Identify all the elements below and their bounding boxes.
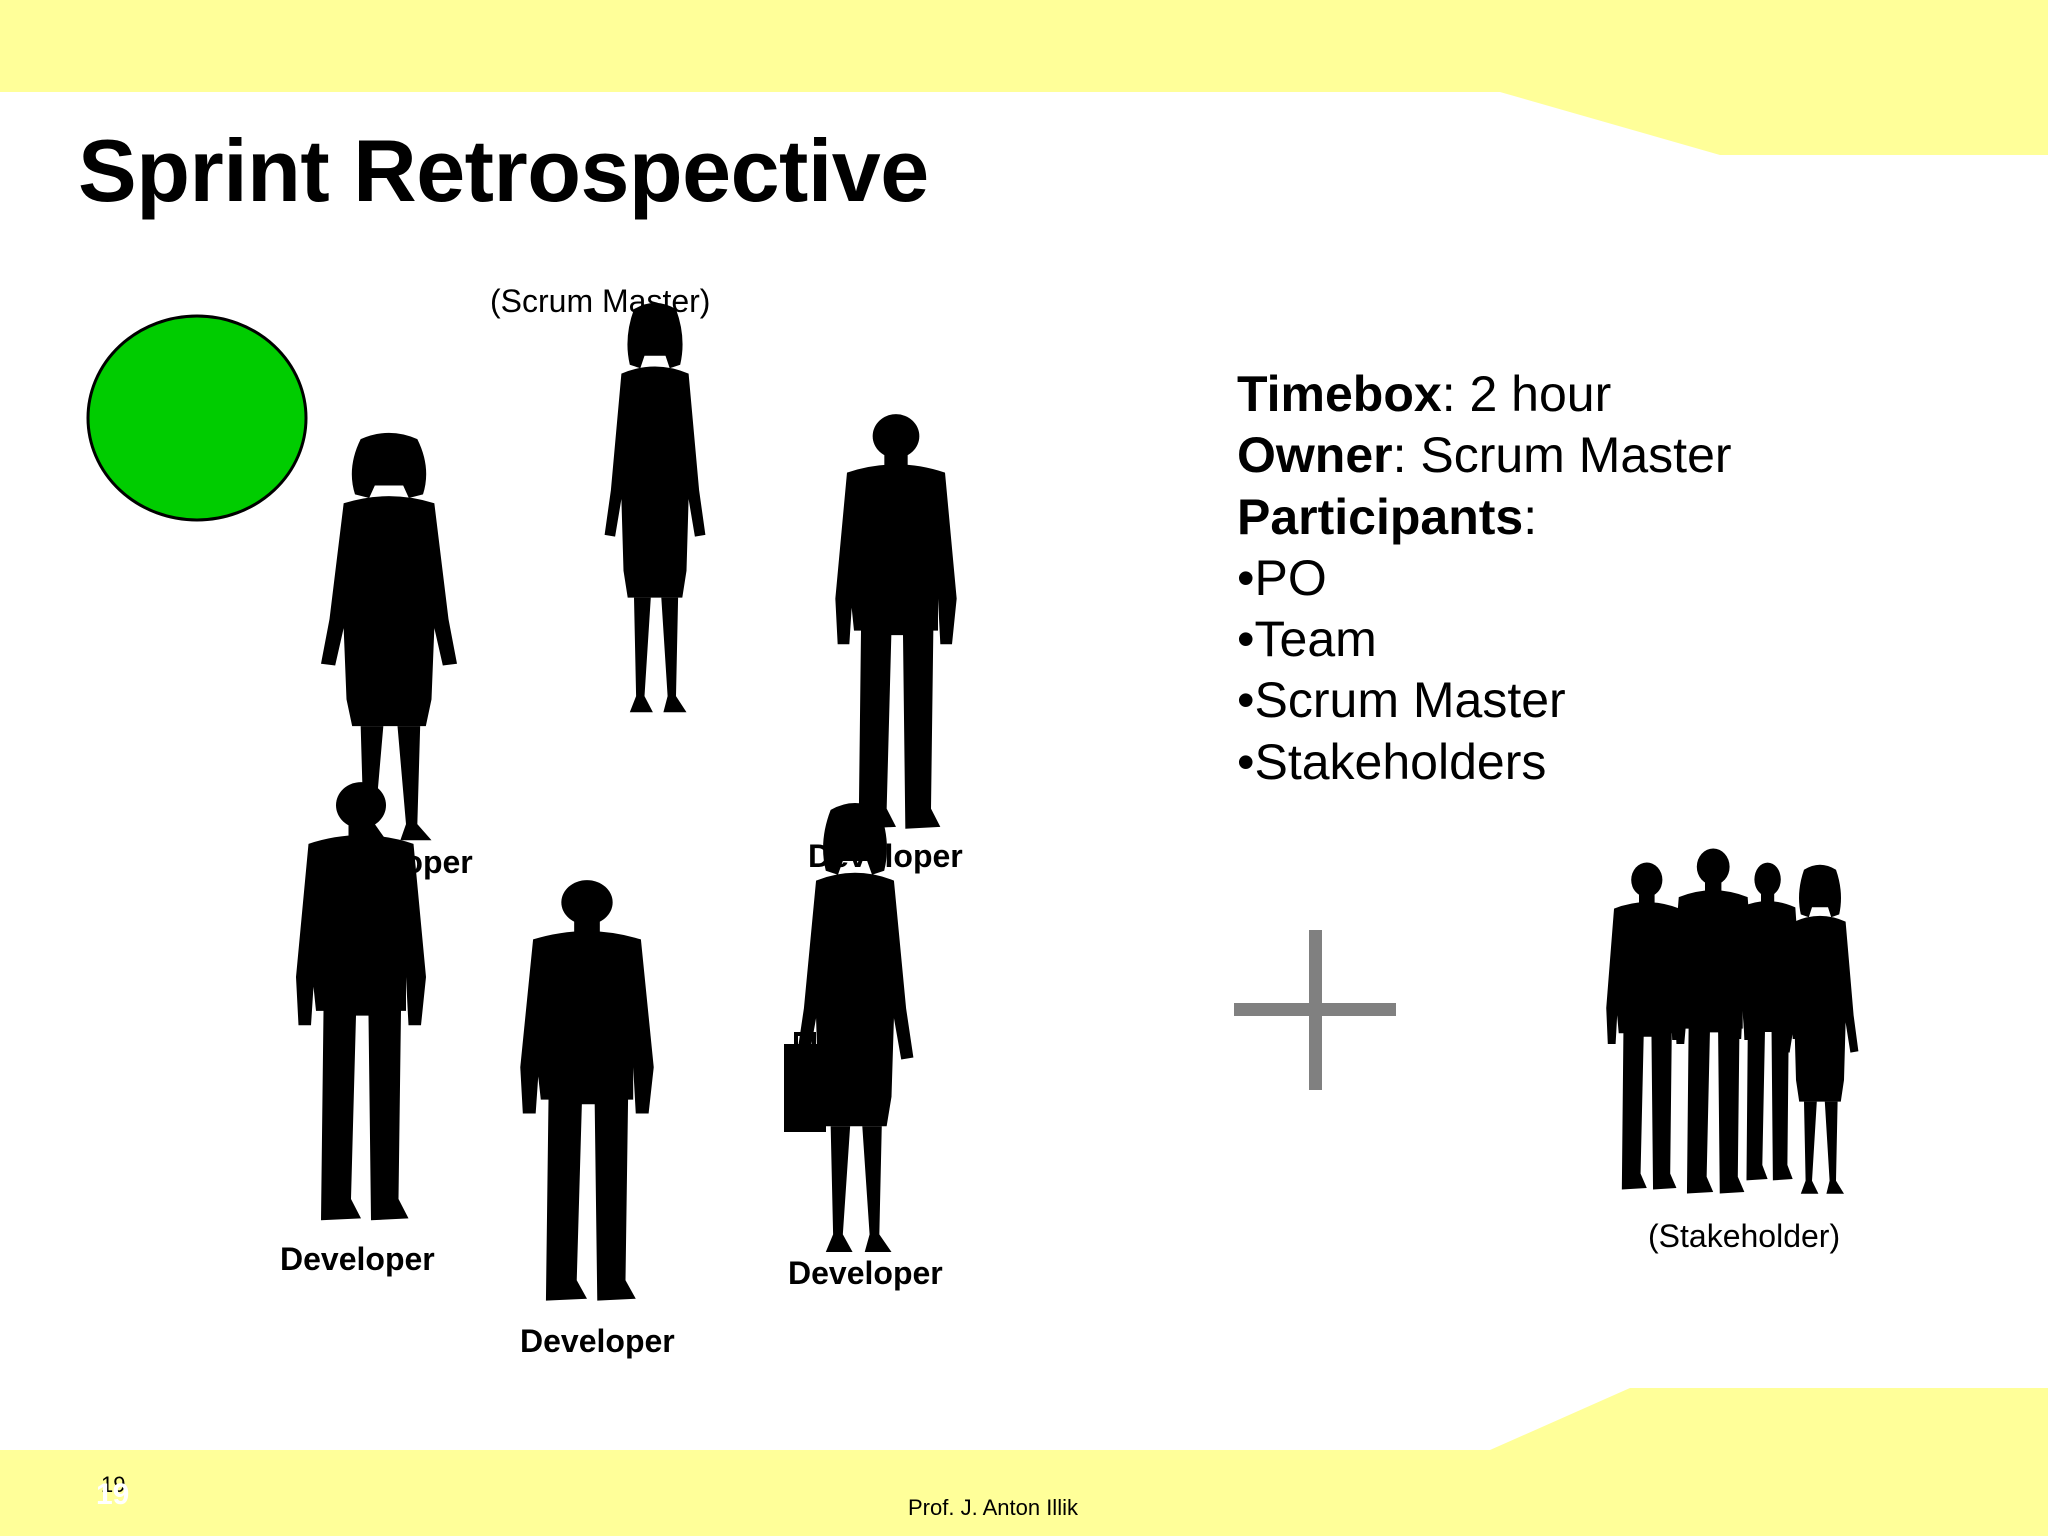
footer-author: Prof. J. Anton Illik (908, 1495, 1078, 1520)
developer-label-5: Developer (788, 1255, 943, 1291)
owner-value: : Scrum Master (1392, 427, 1732, 484)
scrum-master-silhouette (604, 302, 706, 713)
participants-label: Participants (1237, 488, 1524, 545)
participant-item: •Stakeholders (1237, 733, 1547, 790)
slide-title: Sprint Retrospective (78, 121, 929, 220)
developer-label-4: Developer (520, 1323, 675, 1359)
plus-icon (1234, 930, 1396, 1090)
participants-suffix: : (1523, 488, 1538, 545)
participant-item: •PO (1237, 549, 1327, 606)
stakeholder-group-icon (1606, 848, 1859, 1194)
developer-label-2: Developer (808, 838, 963, 874)
timebox-value: : 2 hour (1441, 366, 1612, 422)
briefcase-icon (784, 1032, 826, 1132)
page-number: 19 (96, 1478, 130, 1511)
stakeholder-caption: (Stakeholder) (1648, 1218, 1841, 1254)
developer-label-1: Developer (318, 844, 473, 880)
timebox-label: Timebox (1237, 366, 1442, 422)
top-yellow-band (0, 0, 2048, 155)
participant-item: •Team (1237, 611, 1377, 668)
participants-line: Participants: (1237, 487, 1732, 548)
developer-silhouette-4 (520, 880, 654, 1301)
developer-silhouette-1 (321, 432, 457, 841)
participant-item: •Scrum Master (1237, 672, 1566, 729)
owner-label: Owner (1237, 427, 1393, 484)
scrum-master-caption: (Scrum Master) (490, 283, 711, 319)
timebox-line: Timebox: 2 hour (1237, 364, 1732, 425)
owner-line: Owner: Scrum Master (1237, 425, 1732, 486)
developer-label-3: Developer (280, 1241, 435, 1277)
info-block: Timebox: 2 hour Owner: Scrum Master Part… (1237, 364, 1732, 793)
developer-silhouette-2 (835, 414, 957, 829)
page-number-shadow: 19 (101, 1472, 126, 1497)
bottom-yellow-band (0, 1388, 2048, 1536)
green-circle-icon (86, 314, 308, 522)
